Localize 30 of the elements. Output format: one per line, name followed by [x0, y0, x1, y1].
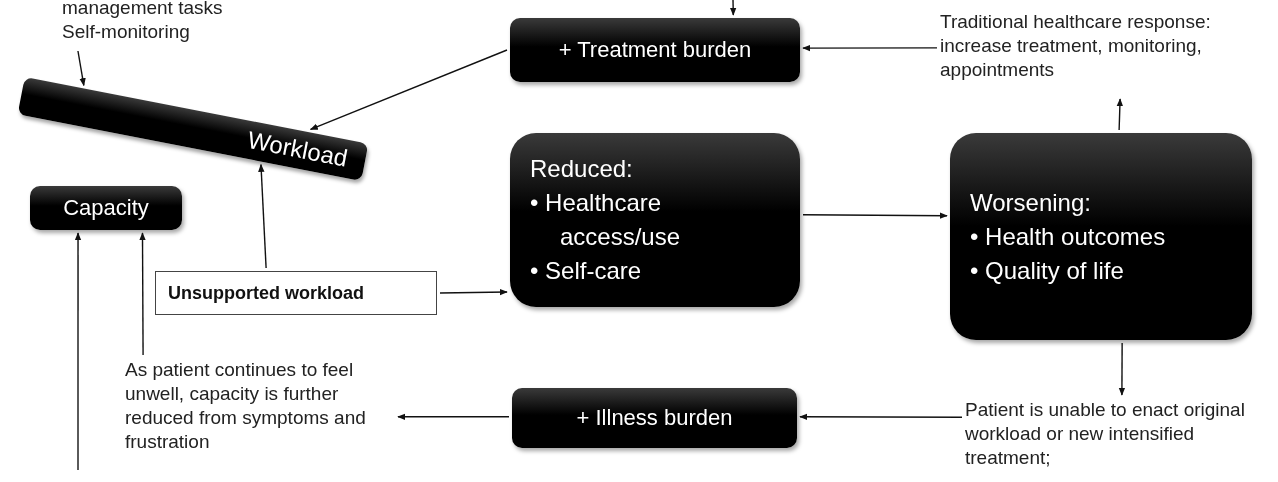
arrow — [802, 212, 948, 219]
arrow — [802, 44, 938, 52]
arrow — [1116, 98, 1124, 131]
list-item: • Quality of life — [970, 255, 1124, 286]
note-text: Patient is unable to enact original workload or new intensified treatment; — [965, 398, 1265, 482]
arrow — [397, 413, 510, 420]
process-box — [950, 133, 1252, 340]
list-item: • Health outcomes — [970, 221, 1166, 252]
process-box — [510, 133, 800, 307]
arrow — [139, 232, 146, 356]
process-box: Unsupported workload — [155, 271, 437, 315]
note-text: Traditional healthcare response: increase treatment, monitoring, appointments — [940, 10, 1276, 96]
arrow — [1118, 342, 1126, 396]
arrow — [74, 232, 82, 471]
arrow — [309, 49, 508, 131]
arrow — [77, 50, 86, 87]
arrow — [439, 288, 508, 296]
arrow — [258, 163, 267, 269]
process-box: + Treatment burden — [510, 18, 800, 82]
process-box: + Illness burden — [512, 388, 797, 448]
list-item: • Healthcare access/use — [530, 188, 682, 252]
step-text: management tasks Self-monitoring — [62, 0, 252, 48]
arrow — [799, 413, 963, 420]
arrow — [729, 0, 737, 16]
note-text: As patient continues to feel unwell, capacity is further reduced from symptoms and frustration — [125, 358, 395, 478]
box-heading: Worsening: — [970, 187, 1091, 218]
box-heading: Reduced: — [530, 154, 633, 184]
list-item: • Self-care — [530, 256, 642, 286]
workload-bar: Workload — [17, 76, 369, 182]
process-box: Capacity — [30, 186, 182, 230]
